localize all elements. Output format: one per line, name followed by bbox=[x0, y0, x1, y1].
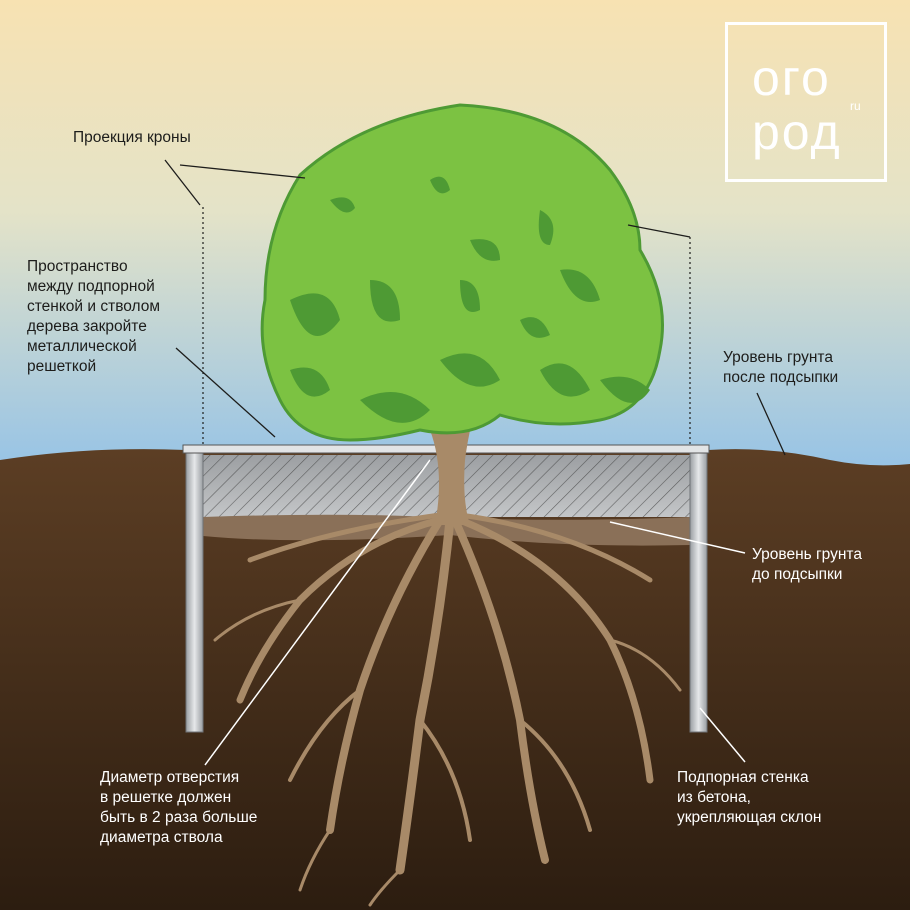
logo: ого род ru bbox=[725, 22, 887, 182]
retaining-wall-left bbox=[185, 451, 204, 733]
label-hole-diameter: Диаметр отверстия в решетке должен быть … bbox=[100, 769, 258, 846]
label-crown-projection: Проекция кроны bbox=[73, 129, 191, 146]
ground bbox=[0, 449, 910, 910]
label-grating: Пространство между подпорной стенкой и с… bbox=[27, 258, 161, 375]
tree-canopy bbox=[260, 103, 664, 442]
label-retaining-wall: Подпорная стенка из бетона, укрепляющая … bbox=[677, 769, 822, 826]
leader-lines-light bbox=[204, 459, 746, 766]
logo-text-1: ого bbox=[752, 50, 831, 106]
logo-suffix: ru bbox=[850, 99, 861, 113]
roots bbox=[213, 512, 682, 907]
retaining-wall-right bbox=[689, 451, 708, 733]
logo-text-2: род bbox=[752, 104, 842, 160]
label-soil-after: Уровень грунта после подсыпки bbox=[723, 349, 839, 386]
canopy-shading bbox=[290, 176, 650, 423]
label-soil-before: Уровень грунта до подсыпки bbox=[752, 546, 862, 583]
leader-lines-dark bbox=[164, 159, 786, 456]
